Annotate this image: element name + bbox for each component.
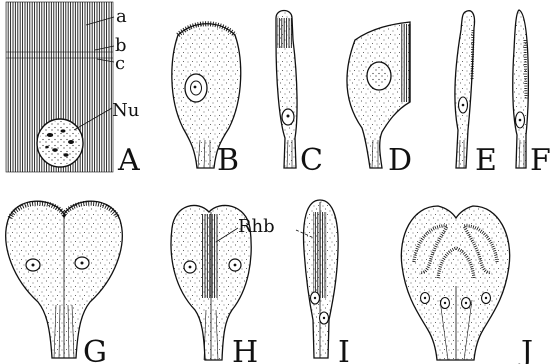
panel-I-cell (296, 200, 338, 358)
panel-A-tissue (6, 2, 114, 172)
callout-rhb: Rhb (238, 216, 275, 237)
panel-letter-E: E (475, 143, 497, 178)
callout-c: c (115, 53, 125, 74)
panel-C-cell (276, 11, 297, 169)
panel-letter-G: G (83, 335, 107, 364)
panel-J-cell-group (401, 206, 509, 360)
panel-letter-F: F (530, 143, 551, 178)
panel-letter-J: J (518, 335, 533, 364)
panel-letter-A: A (117, 143, 140, 178)
panel-F-cell (513, 10, 529, 168)
panel-E-cell (455, 11, 475, 168)
panel-letter-D: D (388, 143, 412, 178)
panel-letter-I: I (338, 335, 350, 364)
callout-a: a (116, 6, 127, 27)
panel-letter-B: B (217, 143, 239, 178)
panel-letter-H: H (232, 335, 258, 364)
callout-nu: Nu (112, 100, 139, 121)
panel-letter-C: C (300, 143, 323, 178)
